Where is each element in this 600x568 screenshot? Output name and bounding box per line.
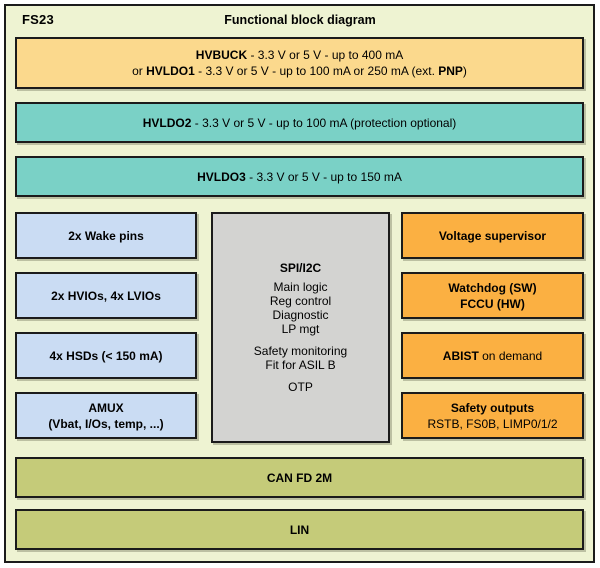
abist-label: ABIST on demand: [442, 348, 543, 363]
diagram-title: Functional block diagram: [224, 13, 376, 27]
hvldo2-label: HVLDO2 - 3.3 V or 5 V - up to 100 mA (pr…: [142, 115, 457, 130]
fccu-label: FCCU (HW): [460, 296, 525, 311]
hvldo2-block: HVLDO2 - 3.3 V or 5 V - up to 100 mA (pr…: [15, 102, 584, 143]
hsds-label: 4x HSDs (< 150 mA): [49, 348, 163, 363]
hvbuck-hvldo1-block: HVBUCK - 3.3 V or 5 V - up to 400 mA or …: [15, 37, 584, 89]
voltage-supervisor-block: Voltage supervisor: [401, 212, 584, 259]
wake-pins-label: 2x Wake pins: [68, 228, 144, 243]
reg-control-label: Reg control: [269, 294, 332, 308]
hvldo3-label: HVLDO3 - 3.3 V or 5 V - up to 150 mA: [197, 169, 402, 184]
amux-label: AMUX: [88, 400, 124, 415]
lin-label: LIN: [289, 522, 310, 537]
safety-outputs-label: Safety outputs: [450, 400, 535, 415]
hvios-lvios-block: 2x HVIOs, 4x LVIOs: [15, 272, 197, 319]
main-logic-label: Main logic: [273, 280, 328, 294]
watchdog-fccu-block: Watchdog (SW) FCCU (HW): [401, 272, 584, 319]
voltage-supervisor-label: Voltage supervisor: [438, 228, 547, 243]
can-fd-block: CAN FD 2M: [15, 457, 584, 498]
safety-outputs-block: Safety outputs RSTB, FS0B, LIMP0/1/2: [401, 392, 584, 439]
lp-mgt-label: LP mgt: [281, 322, 320, 336]
amux-sources-label: (Vbat, I/Os, temp, ...): [48, 416, 164, 431]
can-fd-label: CAN FD 2M: [266, 470, 333, 485]
hsds-block: 4x HSDs (< 150 mA): [15, 332, 197, 379]
watchdog-label: Watchdog (SW): [448, 280, 537, 295]
hvldo1-line2: or HVLDO1 - 3.3 V or 5 V - up to 100 mA …: [132, 64, 467, 78]
amux-block: AMUX (Vbat, I/Os, temp, ...): [15, 392, 197, 439]
chip-name-label: FS23: [22, 12, 54, 27]
safety-monitoring-label: Safety monitoring: [253, 344, 348, 358]
wake-pins-block: 2x Wake pins: [15, 212, 197, 259]
hvldo3-block: HVLDO3 - 3.3 V or 5 V - up to 150 mA: [15, 156, 584, 197]
asil-b-label: Fit for ASIL B: [265, 358, 336, 372]
otp-label: OTP: [288, 380, 313, 394]
main-logic-block: SPI/I2C Main logic Reg control Diagnosti…: [211, 212, 390, 443]
safety-signals-label: RSTB, FS0B, LIMP0/1/2: [427, 416, 558, 431]
lin-block: LIN: [15, 509, 584, 550]
abist-block: ABIST on demand: [401, 332, 584, 379]
hvios-lvios-label: 2x HVIOs, 4x LVIOs: [51, 288, 161, 303]
spi-i2c-label: SPI/I2C: [279, 261, 322, 275]
diagnostic-label: Diagnostic: [272, 308, 329, 322]
hvbuck-line1: HVBUCK - 3.3 V or 5 V - up to 400 mA: [195, 48, 404, 62]
